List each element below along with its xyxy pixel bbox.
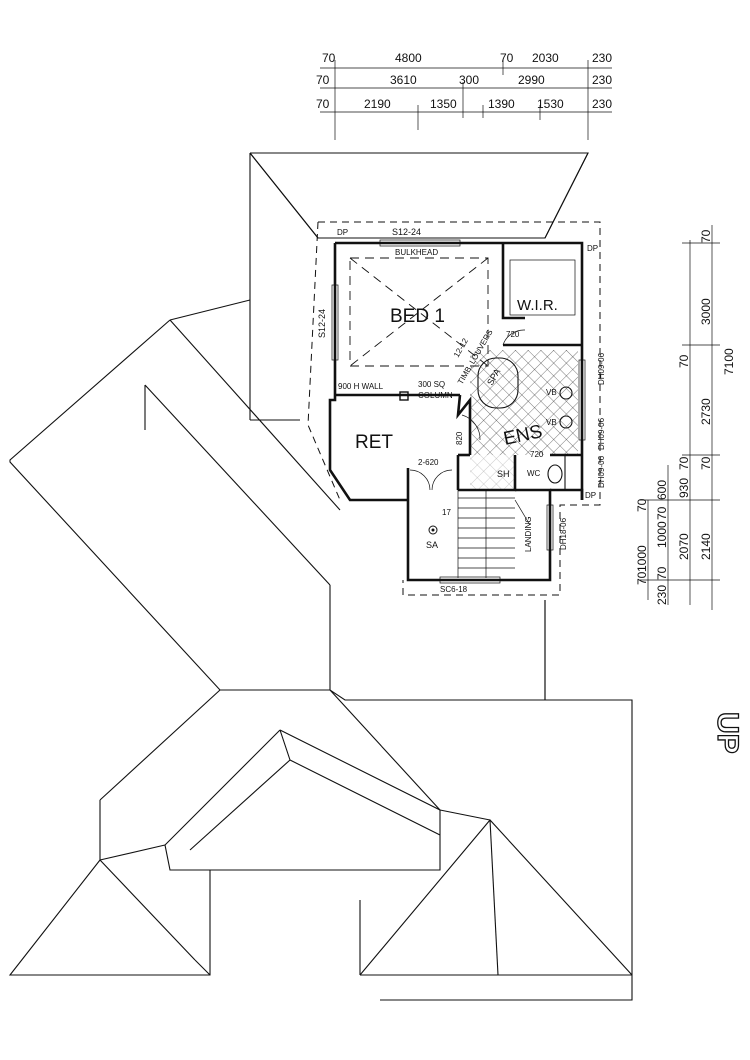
- dp-top-left-label: DP: [337, 228, 348, 237]
- dim-r-600: 600: [655, 480, 669, 500]
- vanity-2-label: VB: [546, 418, 557, 427]
- door-swing-ret-b: [431, 469, 453, 491]
- wall-900-label: 900 H WALL: [338, 382, 384, 391]
- window-landing: [546, 504, 554, 551]
- dim-top-r3-4: 1530: [537, 97, 564, 111]
- vanity-1-label: VB: [546, 388, 557, 397]
- stair-count-label: 17: [442, 508, 451, 517]
- dim-r-70b: 70: [677, 456, 691, 470]
- dim-r-2070: 2070: [677, 533, 691, 560]
- dim-r-70c: 70: [699, 456, 713, 470]
- louver-size-label: 12-12: [452, 336, 470, 359]
- window-left: [331, 284, 339, 361]
- toilet: [547, 464, 563, 484]
- dim-top-r3-5: 230: [592, 97, 612, 111]
- dim-r-3000: 3000: [699, 298, 713, 325]
- column-size-label: 300 SQ: [418, 380, 445, 389]
- eave-line: [307, 221, 601, 596]
- room-wir-label: W.I.R.: [517, 297, 558, 314]
- up-label: UP: [711, 712, 744, 754]
- window-stair-label: SC6-18: [440, 585, 468, 594]
- basin-2: [559, 415, 573, 429]
- dim-r-70-inner-d: 70: [635, 571, 649, 585]
- door-swing-wir: [502, 329, 526, 346]
- door-swing-ens: [461, 414, 481, 441]
- dim-r-70-inner-a: 70: [655, 506, 669, 520]
- bulkhead-outline: [349, 257, 489, 367]
- ensuite-tiles: [470, 350, 578, 455]
- dh-ens2-label: DH09-06: [597, 417, 606, 450]
- dim-top-r3-3: 1390: [488, 97, 515, 111]
- dim-r-1000b: 1000: [635, 545, 649, 572]
- dim-top-r1-2: 70: [500, 51, 514, 65]
- top-dimensions: [320, 60, 612, 140]
- dim-top-r1-3: 2030: [532, 51, 559, 65]
- bulkhead-label: BULKHEAD: [395, 248, 438, 257]
- roof-outline: [8, 152, 633, 1001]
- window-left-label: S12-24: [317, 309, 327, 338]
- dp-bottom-right-label: DP: [585, 491, 596, 500]
- dim-top-r2-4: 230: [592, 73, 612, 87]
- dim-top-r2-2: 300: [459, 73, 479, 87]
- window-top: [379, 239, 461, 247]
- room-sh-label: SH: [497, 469, 510, 479]
- room-ret-label: RET: [355, 432, 393, 453]
- dp-top-right-label: DP: [587, 244, 598, 253]
- dim-r-70-inner-b: 70: [635, 498, 649, 512]
- wc-label: WC: [527, 469, 541, 478]
- shower-tiles: [470, 455, 515, 490]
- dim-r-1000a: 1000: [655, 521, 669, 548]
- window-stair: [439, 576, 501, 584]
- dim-r-70a: 70: [677, 354, 691, 368]
- wir-shelf: [509, 259, 576, 316]
- door-swing-ret-a: [409, 469, 431, 491]
- dh-wc-label: DH09-06: [597, 455, 606, 488]
- dim-r-total: 7100: [722, 348, 736, 375]
- dim-top-r2-3: 2990: [518, 73, 545, 87]
- dim-r-2730: 2730: [699, 398, 713, 425]
- smoke-alarm-label: SA: [426, 540, 438, 550]
- dim-top-r1-1: 4800: [395, 51, 422, 65]
- spa-bath: [477, 357, 519, 409]
- dim-top-r3-0: 70: [316, 97, 330, 111]
- dim-r-2140: 2140: [699, 533, 713, 560]
- dh-ens1-label: DH09-06: [597, 352, 606, 385]
- right-dimensions: [640, 225, 720, 610]
- dh-landing-label: DH18-06: [559, 517, 568, 550]
- basin-1: [559, 386, 573, 400]
- column: [399, 391, 409, 401]
- room-bed1-label: BED 1: [390, 306, 445, 327]
- dim-top-r2-0: 70: [316, 73, 330, 87]
- door-720b-label: 720: [530, 450, 544, 459]
- dim-top-r3-2: 1350: [430, 97, 457, 111]
- door-2620-label: 2-620: [418, 458, 439, 467]
- dim-r-230: 230: [655, 585, 669, 605]
- smoke-alarm-icon: [428, 525, 438, 535]
- column-label: COLUMN: [418, 391, 453, 400]
- dim-r-930: 930: [677, 478, 691, 498]
- dim-top-r1-0: 70: [322, 51, 336, 65]
- dim-top-r1-4: 230: [592, 51, 612, 65]
- door-820-label: 820: [455, 431, 464, 445]
- dim-r-70-inner-c: 70: [655, 566, 669, 580]
- dim-r-70-top: 70: [699, 229, 713, 243]
- dim-top-r2-1: 3610: [390, 73, 417, 87]
- stair-treads: [457, 490, 531, 578]
- window-top-label: S12-24: [392, 227, 421, 237]
- window-ens: [578, 359, 586, 441]
- door-720a-label: 720: [506, 330, 520, 339]
- landing-label: LANDING: [524, 516, 533, 552]
- dim-top-r3-1: 2190: [364, 97, 391, 111]
